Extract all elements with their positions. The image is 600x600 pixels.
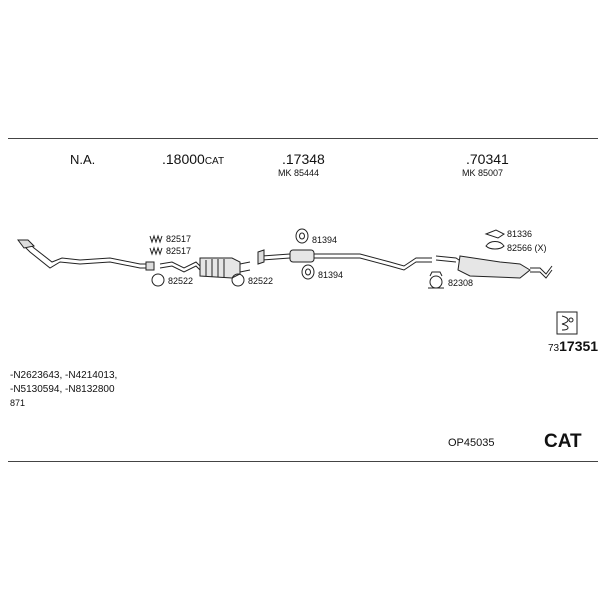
front-pipe xyxy=(17,239,155,271)
label-ring-b: 82522 xyxy=(248,276,274,286)
kit-number-prefix: 73 xyxy=(548,343,560,354)
ring-left xyxy=(151,273,165,287)
kit-icon xyxy=(556,311,578,335)
middle-pipe xyxy=(257,249,432,271)
label-rubber-1: 81336 xyxy=(507,229,533,239)
rubber-mounts xyxy=(484,229,505,250)
header-col4-sub: MK 85007 xyxy=(462,168,504,178)
diagram-frame xyxy=(8,138,598,462)
label-clamp-a1: 82517 xyxy=(166,234,192,244)
label-hanger-bottom: 81394 xyxy=(318,270,344,280)
label-clamp-b: 82308 xyxy=(448,278,474,288)
oe-line-1: -N2623643, -N4214013, xyxy=(10,370,118,381)
footer-type: CAT xyxy=(544,431,582,452)
header-col2-number: .18000 xyxy=(162,151,205,167)
spring-clamps xyxy=(149,234,163,256)
hangers xyxy=(295,228,315,280)
oe-line-2: -N5130594, -N8132800 xyxy=(10,384,115,395)
label-ring-a: 82522 xyxy=(168,276,194,286)
kit-number: 7317351 xyxy=(548,338,598,356)
label-clamp-a2: 82517 xyxy=(166,246,192,256)
catalytic-converter xyxy=(159,257,251,279)
ring-right xyxy=(231,273,245,287)
header-col2-suffix: CAT xyxy=(204,156,225,167)
header-col4-number: .70341 xyxy=(466,151,509,167)
header-col3-number: .17348 xyxy=(282,151,325,167)
oe-line-3: 871 xyxy=(10,398,26,408)
header-col2: .18000CAT xyxy=(162,151,224,169)
kit-number-main: 17351 xyxy=(559,338,599,354)
label-hanger-top: 81394 xyxy=(312,235,338,245)
label-rubber-2: 82566 (X) xyxy=(507,243,547,253)
footer-code: OP45035 xyxy=(448,437,495,449)
pipe-clamp xyxy=(428,271,444,289)
header-col3-sub: MK 85444 xyxy=(278,168,320,178)
header-col1: N.A. xyxy=(70,152,96,167)
rear-silencer xyxy=(435,255,553,279)
